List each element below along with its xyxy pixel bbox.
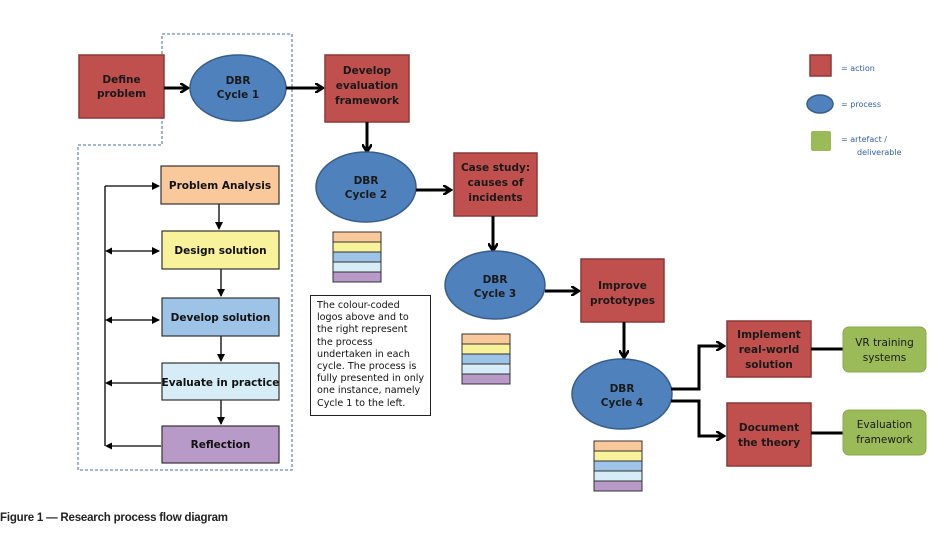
case-study-line1: Case study: bbox=[461, 162, 530, 174]
cycle1-dashed-outline bbox=[77, 33, 293, 471]
logo-band-problem-analysis bbox=[332, 231, 382, 243]
implement-line3: solution bbox=[745, 359, 793, 371]
logo-band-problem-analysis bbox=[461, 333, 511, 345]
evalfw-line2: framework bbox=[856, 434, 913, 446]
cycle4-line1: DBR bbox=[610, 383, 635, 395]
logo-band-reflection bbox=[332, 271, 382, 283]
logo-band-design-solution bbox=[593, 450, 643, 462]
action-case-study: Case study: causes of incidents bbox=[453, 152, 538, 217]
logo-band-design-solution bbox=[332, 241, 382, 253]
arrow-cycle4-to-document bbox=[671, 399, 723, 436]
define-problem-line1: Define bbox=[102, 74, 140, 86]
arrowhead-left-design bbox=[105, 247, 112, 255]
cycle2-line1: DBR bbox=[354, 175, 379, 187]
cycle4-line2: Cycle 4 bbox=[601, 397, 643, 409]
process-cycle4: DBR Cycle 4 bbox=[571, 358, 673, 430]
legend-action-label: = action bbox=[841, 64, 875, 73]
step-evaluate-in-practice bbox=[161, 362, 280, 401]
action-improve-prototypes: Improve prototypes bbox=[580, 258, 665, 323]
implement-line2: real-world bbox=[739, 344, 800, 356]
action-develop-evaluation-framework: Develop evaluation framework bbox=[324, 54, 410, 123]
logo-band-design-solution bbox=[461, 343, 511, 355]
logo-band-evaluate-in-practice bbox=[332, 261, 382, 273]
logo-band-evaluate-in-practice bbox=[461, 363, 511, 375]
document-line2: the theory bbox=[738, 437, 800, 449]
develop-eval-line2: evaluation bbox=[336, 80, 399, 92]
case-study-line2: causes of bbox=[468, 177, 524, 189]
action-define-problem: Define problem bbox=[78, 54, 165, 119]
legend-artefact-label-2: deliverable bbox=[857, 148, 902, 157]
develop-eval-line1: Develop bbox=[343, 65, 392, 77]
legend-artefact-swatch bbox=[811, 131, 831, 151]
logo-band-problem-analysis bbox=[593, 440, 643, 452]
arrowhead-left-evaluate bbox=[105, 379, 112, 387]
logo-band-develop-solution bbox=[593, 460, 643, 472]
step-develop-solution bbox=[161, 297, 280, 337]
develop-eval-line3: framework bbox=[335, 95, 400, 107]
cycle2-process-logo bbox=[332, 231, 382, 283]
figure-caption: Figure 1 — Research process flow diagram bbox=[0, 512, 228, 524]
cycle1-steps: Problem Analysis Design solution Develop… bbox=[104, 165, 280, 464]
arrow-cycle4-to-implement bbox=[671, 346, 723, 391]
define-problem-line2: problem bbox=[97, 88, 146, 100]
process-cycle3: DBR Cycle 3 bbox=[444, 250, 546, 320]
case-study-line3: incidents bbox=[468, 192, 522, 204]
arrowhead-left-reflection bbox=[105, 442, 112, 450]
arrowhead-left-develop bbox=[105, 316, 112, 324]
step-reflection bbox=[161, 425, 280, 464]
step-problem-analysis-label: Problem Analysis bbox=[169, 180, 271, 192]
vr-line2: systems bbox=[863, 352, 906, 364]
cycle1-line2: Cycle 1 bbox=[217, 89, 259, 101]
cycle4-process-logo bbox=[593, 440, 643, 492]
action-implement-solution: Implement real-world solution bbox=[726, 320, 812, 378]
improve-line2: prototypes bbox=[590, 295, 655, 307]
step-design-solution bbox=[161, 230, 280, 270]
legend-artefact-label-1: = artefact / bbox=[841, 135, 887, 144]
logo-band-develop-solution bbox=[461, 353, 511, 365]
logo-band-reflection bbox=[593, 480, 643, 492]
document-line1: Document bbox=[739, 422, 799, 434]
legend-action-swatch bbox=[809, 54, 832, 77]
evalfw-line1: Evaluation bbox=[857, 419, 912, 431]
process-cycle1: DBR Cycle 1 bbox=[189, 54, 287, 122]
cycle2-line2: Cycle 2 bbox=[345, 189, 387, 201]
improve-line1: Improve bbox=[598, 280, 647, 292]
step-evaluate-label: Evaluate in practice bbox=[162, 377, 280, 389]
implement-line1: Implement bbox=[737, 329, 801, 341]
logo-band-evaluate-in-practice bbox=[593, 470, 643, 482]
step-develop-solution-label: Develop solution bbox=[171, 312, 271, 324]
step-reflection-label: Reflection bbox=[191, 439, 251, 451]
logo-band-reflection bbox=[461, 373, 511, 385]
step-problem-analysis bbox=[160, 165, 280, 205]
cycle3-process-logo bbox=[461, 333, 511, 385]
legend-process-label: = process bbox=[841, 100, 881, 109]
process-cycle2: DBR Cycle 2 bbox=[315, 151, 417, 223]
cycle3-line1: DBR bbox=[483, 274, 508, 286]
logo-band-develop-solution bbox=[332, 251, 382, 263]
artefact-vr-training-systems: VR training systems bbox=[842, 326, 927, 373]
artefact-evaluation-framework: Evaluation framework bbox=[842, 409, 927, 456]
explanatory-note: The colour-coded logos above and to the … bbox=[310, 295, 431, 416]
legend: = action = process = artefact / delivera… bbox=[806, 54, 902, 157]
vr-line1: VR training bbox=[855, 337, 914, 349]
cycle3-line2: Cycle 3 bbox=[474, 288, 516, 300]
action-document-theory: Document the theory bbox=[726, 402, 812, 467]
cycle1-line1: DBR bbox=[226, 75, 251, 87]
legend-process-swatch bbox=[806, 94, 834, 114]
step-design-solution-label: Design solution bbox=[174, 245, 266, 257]
